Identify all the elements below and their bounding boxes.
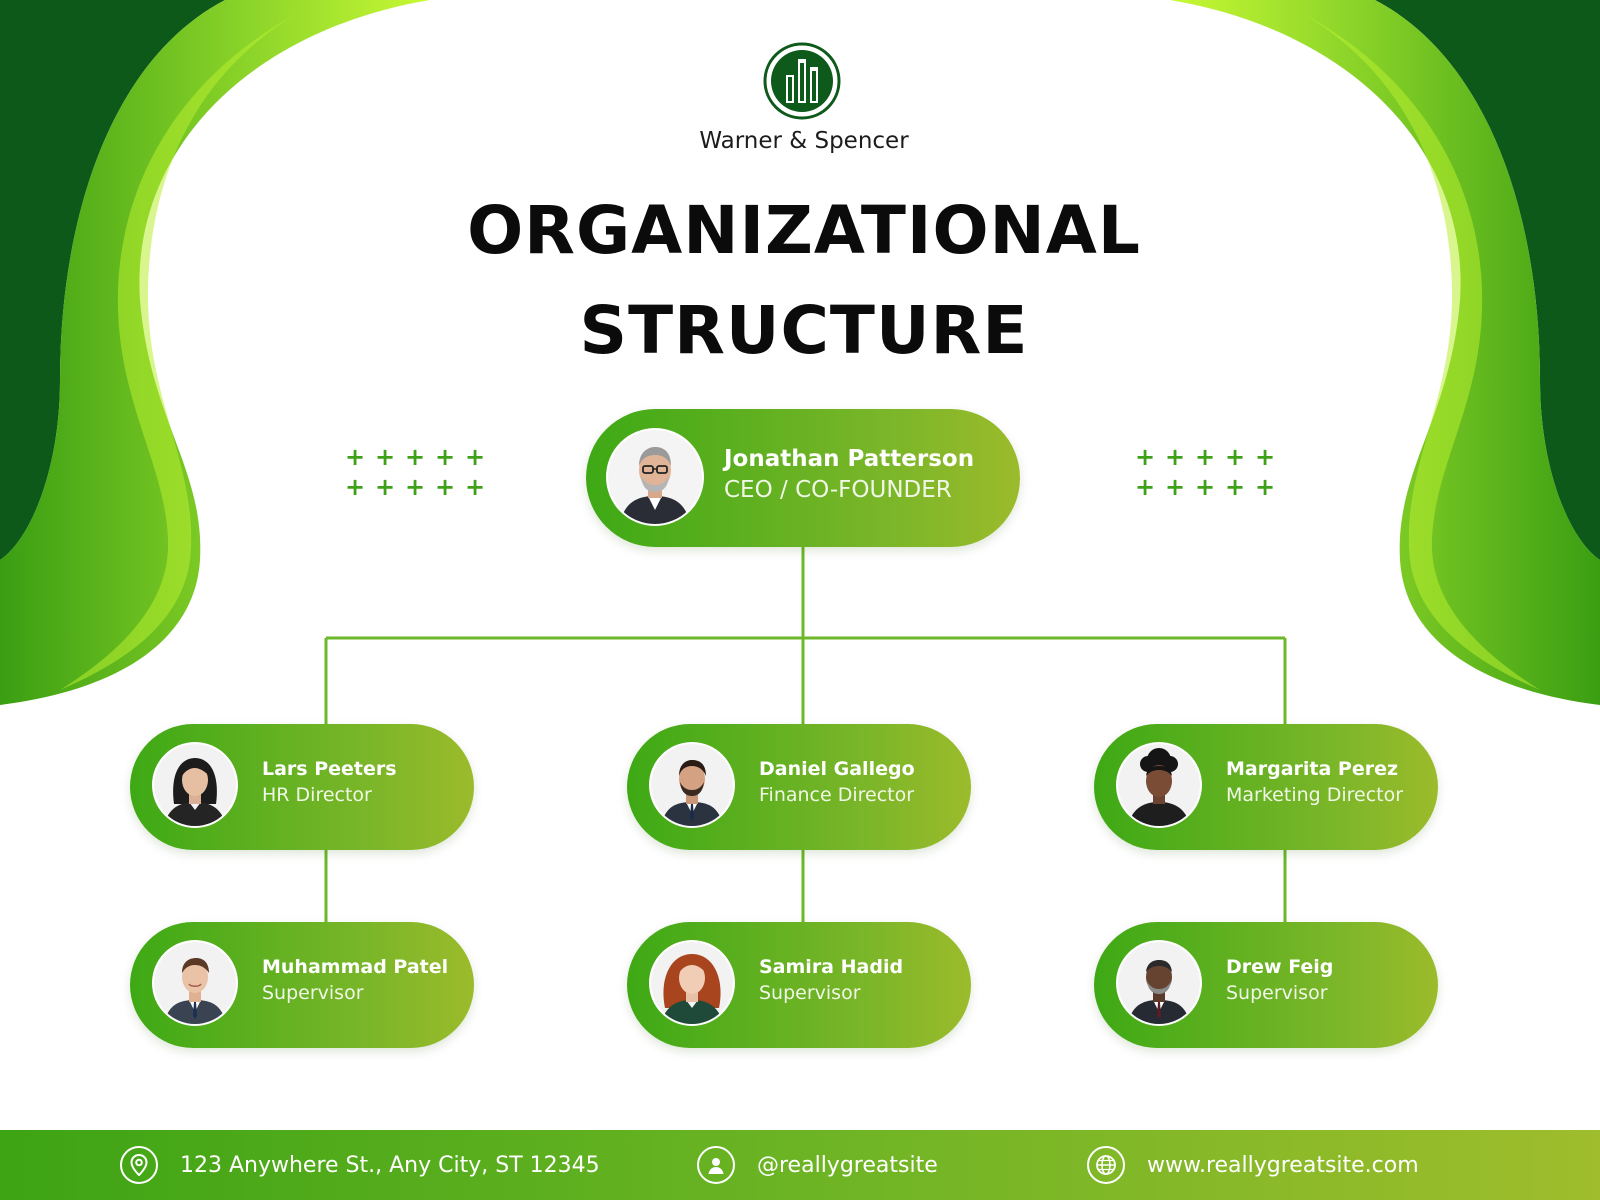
building-logo-icon	[763, 42, 841, 120]
woman-curly-hair-avatar	[1118, 744, 1200, 826]
plus-icon: +	[434, 443, 456, 471]
supervisor-role: Supervisor	[759, 982, 861, 1004]
supervisor-avatar	[651, 942, 733, 1024]
director-node-marketing: Margarita Perez Marketing Director	[1094, 724, 1438, 850]
plus-icon: +	[1224, 473, 1246, 501]
plus-icon: +	[374, 443, 396, 471]
director-avatar	[651, 744, 733, 826]
plus-icon: +	[344, 473, 366, 501]
director-role: Marketing Director	[1226, 784, 1404, 806]
plus-icon: +	[404, 443, 426, 471]
footer-social[interactable]: @reallygreatsite	[697, 1130, 938, 1200]
director-node-hr: Lars Peeters HR Director	[130, 724, 474, 850]
supervisor-node-hr: Muhammad Patel Supervisor	[130, 922, 474, 1048]
man-smiling-suit-avatar	[154, 942, 236, 1024]
plus-icon: +	[464, 443, 486, 471]
supervisor-role: Supervisor	[262, 982, 364, 1004]
director-role: Finance Director	[759, 784, 915, 806]
woman-dark-hair-avatar	[154, 744, 236, 826]
company-logo	[762, 41, 842, 121]
director-name: Lars Peeters	[262, 758, 397, 780]
director-role: HR Director	[262, 784, 372, 806]
supervisor-name: Drew Feig	[1226, 956, 1334, 978]
plus-icon: +	[1254, 473, 1276, 501]
supervisor-name: Muhammad Patel	[262, 956, 449, 978]
supervisor-avatar	[154, 942, 236, 1024]
man-glasses-beard-avatar	[608, 430, 702, 524]
footer-social-handle[interactable]: @reallygreatsite	[757, 1152, 938, 1178]
company-name: Warner & Spencer	[699, 128, 909, 154]
supervisor-role: Supervisor	[1226, 982, 1328, 1004]
footer-address: 123 Anywhere St., Any City, ST 12345	[120, 1130, 600, 1200]
plus-icon: +	[1194, 443, 1216, 471]
page-title-line-2: STRUCTURE	[579, 292, 1029, 369]
ceo-name: Jonathan Patterson	[724, 446, 975, 472]
director-avatar	[1118, 744, 1200, 826]
ceo-role: CEO / CO-FOUNDER	[724, 477, 952, 503]
man-gray-beard-avatar	[1118, 942, 1200, 1024]
footer-website-url[interactable]: www.reallygreatsite.com	[1147, 1152, 1419, 1178]
plus-icon: +	[1134, 443, 1156, 471]
man-beard-suit-avatar	[651, 744, 733, 826]
ceo-node: Jonathan Patterson CEO / CO-FOUNDER	[586, 409, 1020, 547]
footer-bar: 123 Anywhere St., Any City, ST 12345 @re…	[0, 1130, 1600, 1200]
location-pin-icon	[120, 1146, 158, 1184]
footer-address-text: 123 Anywhere St., Any City, ST 12345	[180, 1152, 600, 1178]
plus-icon: +	[374, 473, 396, 501]
supervisor-avatar	[1118, 942, 1200, 1024]
plus-icon: +	[1224, 443, 1246, 471]
footer-website[interactable]: www.reallygreatsite.com	[1087, 1130, 1419, 1200]
supervisor-name: Samira Hadid	[759, 956, 904, 978]
page-title-line-1: ORGANIZATIONAL	[467, 192, 1141, 269]
plus-pattern-left: +++++ +++++	[340, 442, 490, 501]
globe-icon	[1087, 1146, 1125, 1184]
plus-pattern-right: +++++ +++++	[1130, 442, 1280, 501]
ceo-avatar	[608, 430, 702, 524]
plus-icon: +	[1164, 443, 1186, 471]
director-node-finance: Daniel Gallego Finance Director	[627, 724, 971, 850]
plus-icon: +	[1164, 473, 1186, 501]
plus-icon: +	[464, 473, 486, 501]
director-name: Daniel Gallego	[759, 758, 915, 780]
supervisor-node-finance: Samira Hadid Supervisor	[627, 922, 971, 1048]
plus-icon: +	[1254, 443, 1276, 471]
supervisor-node-marketing: Drew Feig Supervisor	[1094, 922, 1438, 1048]
director-name: Margarita Perez	[1226, 758, 1399, 780]
plus-icon: +	[1134, 473, 1156, 501]
woman-red-curly-hair-avatar	[651, 942, 733, 1024]
plus-icon: +	[1194, 473, 1216, 501]
plus-icon: +	[404, 473, 426, 501]
plus-icon: +	[434, 473, 456, 501]
director-avatar	[154, 744, 236, 826]
plus-icon: +	[344, 443, 366, 471]
user-icon	[697, 1146, 735, 1184]
